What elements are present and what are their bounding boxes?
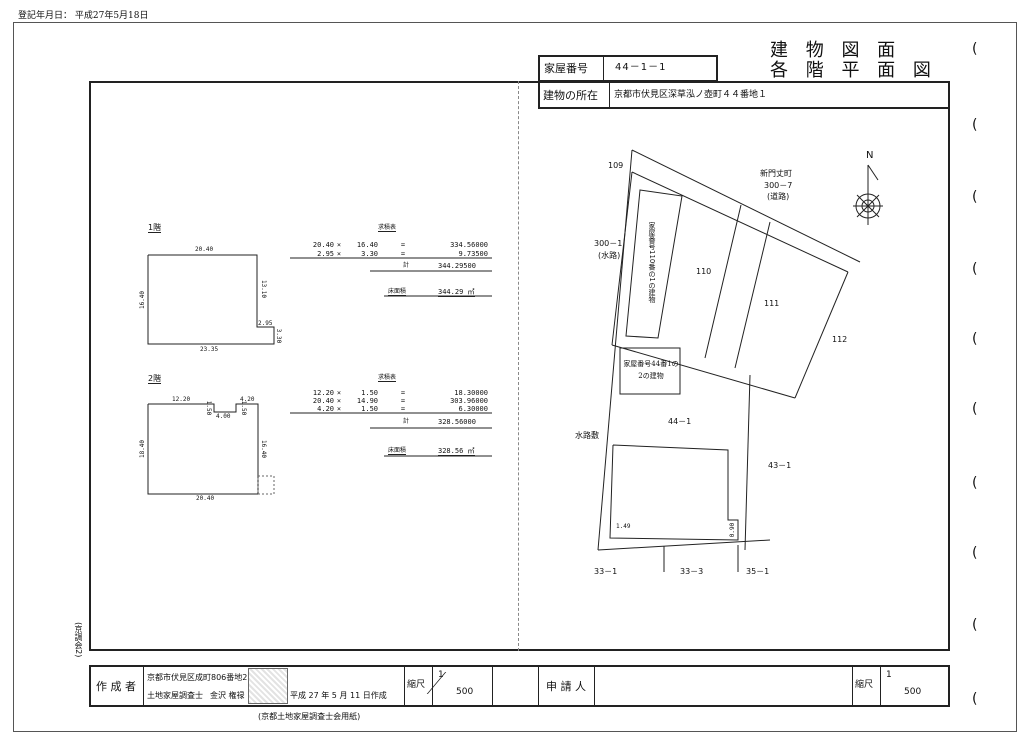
f2-calc-title: 求積表 [378,374,397,382]
registration-date: 登記年月日： 平成27年5月18日 [18,11,149,21]
lot-110: 110 [696,267,712,276]
f1-dim-right: 13.10 [260,279,268,299]
f2-dim-right: 16.40 [260,439,268,459]
f2-row-1: 12.20×1.50=18.30000 [312,389,488,397]
scale-den-2: 500 [904,687,922,697]
house-number-value: 44－1－1 [615,62,667,73]
f2-row-2: 20.40×14.90=303.96000 [312,397,488,405]
f2-dim-notch-w: 4.00 [216,413,231,420]
f1-dim-notch-h: 3.30 [275,328,283,344]
road-type: (道路) [767,192,790,201]
dim-0-90: 0.90 [729,522,737,538]
f1-dim-top: 20.40 [195,246,214,253]
lot-43-1: 43－1 [768,461,792,470]
title-line1: 建 物 図 面 [770,40,902,61]
f2-total-label: 計 [403,418,410,425]
building-110-note: 家屋番号110番の1の建物 [648,222,656,303]
house-number-label: 家屋番号 [544,62,588,75]
location-value: 京都市伏見区深草泓ノ壺町４４番地１ [614,90,768,100]
north-label: N [866,150,874,161]
scale-den: 500 [456,687,474,697]
scale-num-2: 1 [886,670,892,680]
road-name: 新門丈町 [760,169,792,178]
waterway-site: 水路敷 [575,431,599,440]
floor2-label: 2階 [148,374,162,384]
f1-total: 344.29500 [438,262,476,270]
creator-title: 土地家屋調査士 [147,691,203,700]
road-lot: 300－7 [764,181,793,190]
seal-stamp [248,668,288,704]
f1-calc-title: 求積表 [378,224,397,232]
waterway-lot: 300－1 [594,239,623,248]
footer-box [89,665,950,707]
f1-row-2: 2.95×3.30=9.73500 [317,250,488,258]
lot-35-1: 35－1 [746,567,770,576]
f1-area: 344.29 ㎡ [438,288,475,297]
f2-area: 328.56 ㎡ [438,447,475,456]
lot-112: 112 [832,335,848,344]
scale-label: 縮尺 [407,680,426,690]
f1-dim-left: 16.40 [139,290,147,310]
lot-33-1: 33－1 [594,567,618,576]
f2-dim-notch-h1: 1.50 [205,400,213,416]
lot-44-1: 44－1 [668,417,692,426]
paper-note: (京都土地家屋調査士会用紙) [258,712,361,721]
title-line2: 各 階 平 面 図 [770,60,937,81]
scale-label-2: 縮尺 [855,680,874,690]
creator-label: 作 成 者 [96,680,136,693]
f1-area-label: 床面積 [388,288,407,296]
creator-name: 金沢 権禄 [210,691,245,700]
f2-dim-left: 18.40 [139,439,147,459]
lot-109: 109 [608,161,624,170]
drawing-frame [89,81,950,651]
f1-total-label: 計 [403,262,410,269]
building-44-1-2: 家屋番号44番1の2の建物 [623,360,679,380]
location-label: 建物の所在 [543,89,598,102]
scale-num: 1 [438,670,444,680]
floor1-label: 1階 [148,223,162,233]
lot-33-3: 33－3 [680,567,704,576]
side-note: (京調会2) [74,622,83,658]
applicant-label: 申 請 人 [546,680,586,693]
f2-total: 328.56000 [438,418,476,426]
f1-dim-notch-w: 2.95 [258,320,273,327]
waterway-type: (水路) [598,251,621,260]
lot-111: 111 [764,299,780,308]
f2-area-label: 床面積 [388,447,407,455]
outer-frame [13,22,1017,732]
f1-row-1: 20.40×16.40=334.56000 [312,241,488,249]
f2-dim-top-left: 12.20 [172,396,191,403]
f1-dim-bottom: 23.35 [200,346,219,353]
creation-date: 平成 27 年 5 月 11 日作成 [290,691,387,700]
f2-dim-bottom: 20.40 [196,495,215,502]
f2-row-3: 4.20×1.50=6.30000 [317,405,488,413]
center-fold-line [518,81,519,651]
dim-1-49: 1.49 [616,523,631,530]
creator-address: 京都市伏見区成町806番地2 [147,673,248,682]
f2-dim-notch-h2: 1.50 [240,400,248,416]
f2-dim-top-right: 4.20 [240,396,255,403]
